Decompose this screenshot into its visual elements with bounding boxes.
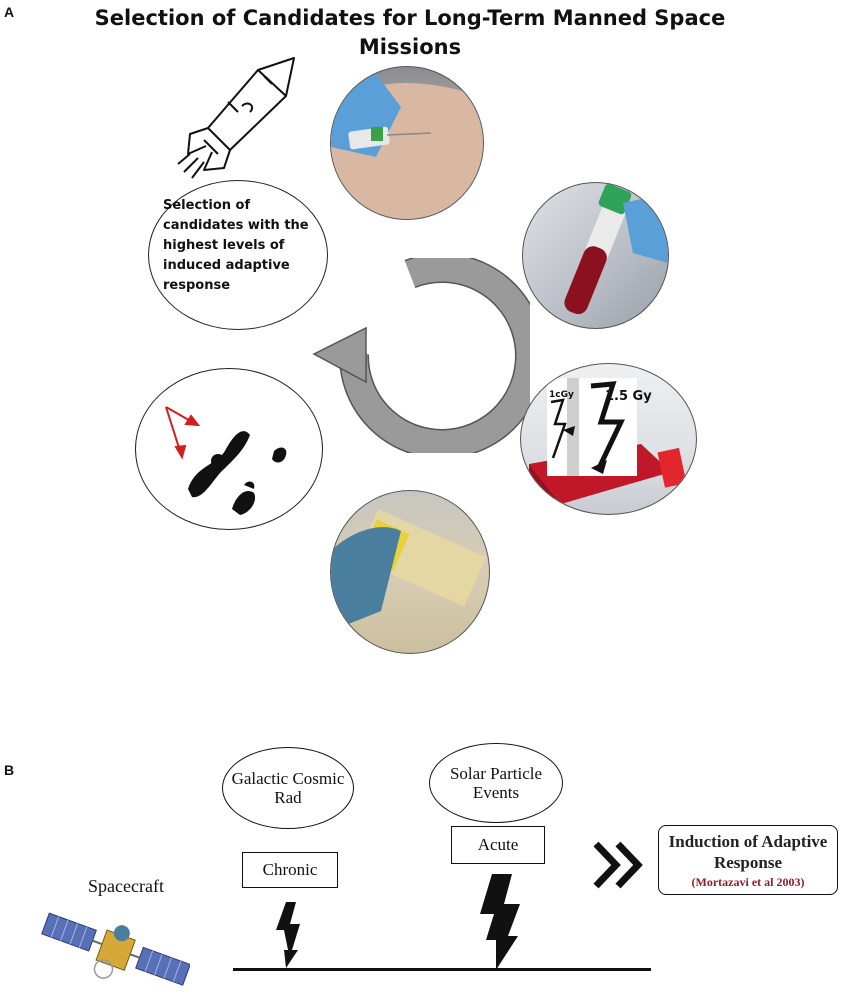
double-chevron-icon: [593, 841, 643, 889]
chronic-box: Chronic: [242, 852, 338, 888]
gcr-ellipse: Galactic Cosmic Rad: [222, 747, 354, 829]
induction-box: Induction of Adaptive Response (Mortazav…: [658, 825, 838, 895]
gcr-label: Galactic Cosmic Rad: [231, 769, 345, 807]
dose-large-label: 1.5 Gy: [605, 389, 652, 404]
selection-circle: [148, 180, 328, 330]
chronic-lightning-icon: [276, 902, 300, 968]
panel-b-label: B: [4, 762, 15, 778]
panel-a-label: A: [4, 4, 15, 20]
cycle-arrow: [312, 258, 530, 453]
acute-box: Acute: [451, 826, 545, 864]
chronic-label: Chronic: [262, 860, 318, 879]
flask-photo: [520, 363, 697, 515]
blood-tube-photo: [522, 182, 669, 329]
injection-photo: [330, 66, 484, 220]
panel-a-title: Selection of Candidates for Long-Term Ma…: [94, 6, 726, 59]
satellite-icon: [41, 912, 190, 986]
slide-photo: [330, 490, 490, 654]
selection-text: Selection of candidates with the highest…: [163, 198, 309, 293]
induction-label: Induction of Adaptive Response: [668, 832, 828, 872]
spacecraft-label: Spacecraft: [88, 876, 164, 896]
chromosome-circle: [135, 368, 323, 530]
citation-label: (Mortazavi et al 2003): [691, 875, 805, 889]
baseline: [233, 968, 651, 971]
dose-small-label: 1cGy: [549, 390, 574, 400]
spe-label: Solar Particle Events: [449, 764, 543, 802]
acute-label: Acute: [477, 835, 519, 854]
acute-lightning-icon: [480, 874, 520, 970]
spe-ellipse: Solar Particle Events: [429, 743, 563, 823]
rocket-icon: [177, 57, 295, 179]
